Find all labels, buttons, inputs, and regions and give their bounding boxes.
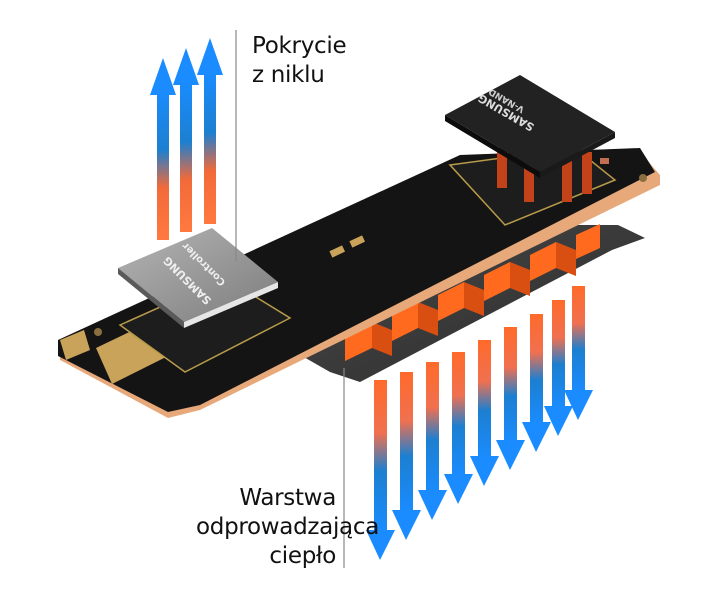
arrow-up-icon — [197, 38, 223, 224]
arrow-down-icon — [522, 314, 551, 452]
label-nickel-coating: Pokrycie z niklu — [252, 32, 347, 90]
arrow-down-icon — [392, 372, 421, 540]
arrow-up-icon — [150, 58, 176, 240]
pcb-board — [58, 147, 660, 418]
controller-chip: SAMSUNG Controller — [118, 228, 278, 328]
arrow-down-icon — [544, 300, 573, 436]
label-nickel-line2: z niklu — [252, 62, 325, 88]
nand-pillars — [497, 148, 592, 202]
arrow-up-icon — [173, 48, 199, 232]
arrow-down-icon — [564, 286, 593, 420]
label-spreader-line2: odprowadzająca — [196, 514, 379, 540]
heat-arrows-down — [366, 286, 593, 560]
arrow-down-icon — [418, 362, 447, 520]
label-spreader-line3: ciepło — [269, 543, 336, 569]
label-heat-spreader: Warstwa odprowadzająca ciepło — [196, 484, 379, 571]
label-nickel-line1: Pokrycie — [252, 33, 347, 59]
arrow-down-icon — [366, 380, 395, 560]
label-spreader-line1: Warstwa — [239, 485, 336, 511]
arrow-down-icon — [444, 352, 473, 504]
arrow-down-icon — [496, 327, 525, 470]
nand-chip: SAMSUNG V-NAND — [445, 75, 615, 178]
arrow-down-icon — [470, 340, 499, 486]
heat-arrows-up — [150, 38, 223, 240]
